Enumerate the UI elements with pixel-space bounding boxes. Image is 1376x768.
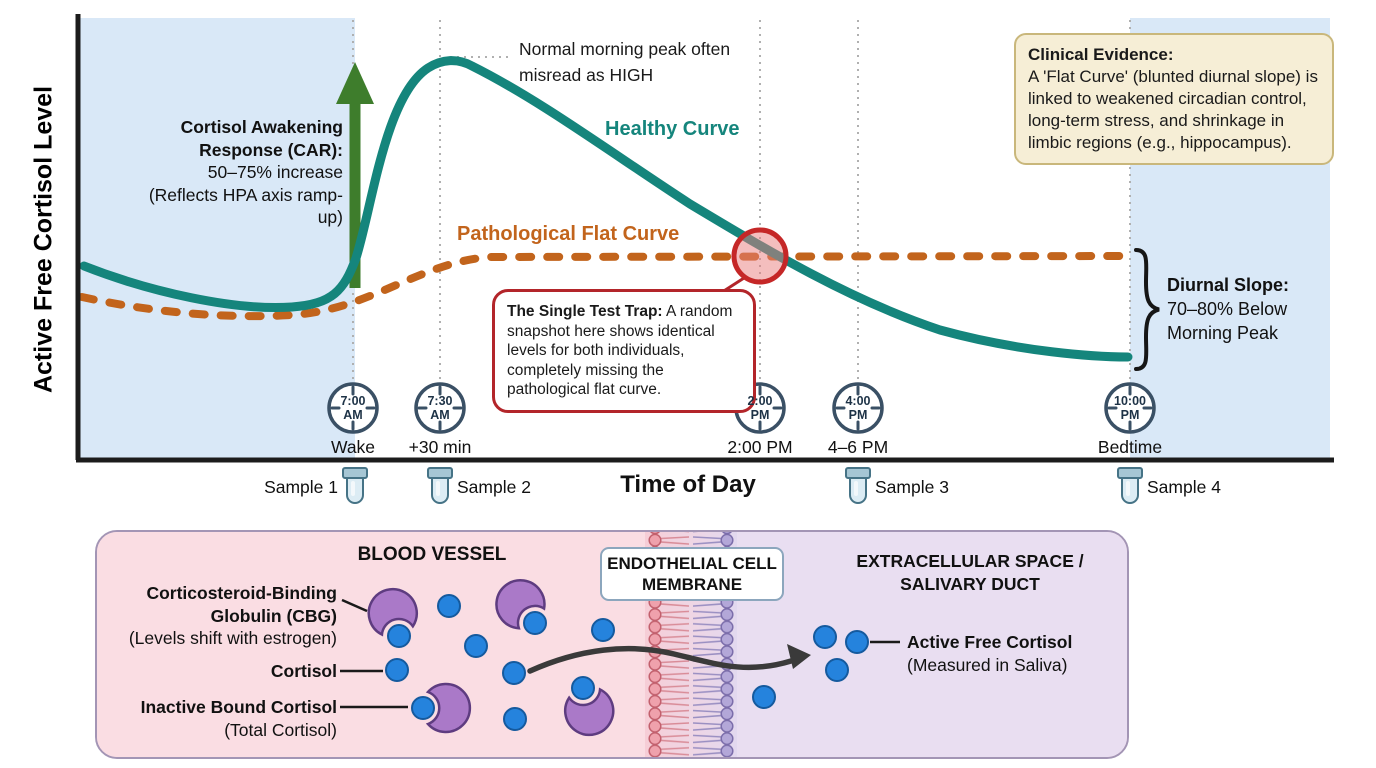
clock-time-value: 7:00 [340, 394, 366, 408]
cbg-label-title: Corticosteroid-Binding Globulin (CBG) [146, 583, 337, 626]
clock-time-2pm: 2:00 PM [734, 394, 786, 422]
diurnal-slope-note: Diurnal Slope: 70–80% Below Morning Peak [1167, 273, 1337, 345]
cbg-label: Corticosteroid-Binding Globulin (CBG) (L… [102, 582, 337, 650]
clock-meridiem: AM [430, 407, 450, 422]
diurnal-slope-line2: 70–80% Below [1167, 299, 1288, 319]
active-free-cortisol-label: Active Free Cortisol (Measured in Saliva… [907, 631, 1117, 676]
y-axis-label: Active Free Cortisol Level [29, 85, 58, 394]
inactive-bound-cortisol-label: Inactive Bound Cortisol (Total Cortisol) [102, 696, 337, 741]
diffusion-arrow-icon [527, 644, 811, 674]
sample-4-label: Sample 4 [1147, 477, 1221, 497]
time-label-bedtime: Bedtime [1097, 437, 1163, 457]
bound-label-sub: (Total Cortisol) [224, 719, 337, 740]
diurnal-slope-line3: Morning Peak [1167, 323, 1279, 343]
clock-time-value: 2:00 [747, 394, 773, 408]
time-label-4pm: 4–6 PM [827, 437, 889, 457]
morning-peak-note: Normal morning peak often misread as HIG… [519, 39, 731, 85]
bound-label-title: Inactive Bound Cortisol [140, 697, 337, 717]
morning-shade-band [80, 18, 355, 458]
test-tube-icon-1 [342, 467, 368, 504]
sample-3-label: Sample 3 [875, 477, 949, 497]
blood-vessel-title: BLOOD VESSEL [357, 544, 507, 565]
extracellular-region [737, 532, 1127, 757]
sample-1-label: Sample 1 [264, 477, 338, 497]
free-label-title: Active Free Cortisol [907, 632, 1073, 652]
car-annotation: Cortisol Awakening Response (CAR): 50–75… [125, 116, 343, 229]
free-label-sub: (Measured in Saliva) [907, 654, 1068, 675]
diurnal-slope-title: Diurnal Slope: [1167, 275, 1290, 295]
clinical-evidence-title: Clinical Evidence: [1028, 45, 1174, 64]
pathological-curve-label: Pathological Flat Curve [457, 223, 680, 245]
clock-time-30min: 7:30 AM [414, 394, 466, 422]
clock-time-bedtime: 10:00 PM [1104, 394, 1156, 422]
clinical-evidence-body: A 'Flat Curve' (blunted diurnal slope) i… [1028, 67, 1318, 152]
test-tube-icon-3 [845, 467, 871, 504]
test-tube-icon-2 [427, 467, 453, 504]
cortisol-dot-icons [385, 594, 869, 731]
car-annotation-line2: 50–75% increase [207, 162, 343, 182]
clock-time-wake: 7:00 AM [327, 394, 379, 422]
clock-time-value: 4:00 [845, 394, 871, 408]
clinical-evidence-callout: Clinical Evidence: A 'Flat Curve' (blunt… [1014, 33, 1334, 165]
trap-title: The Single Test Trap: [507, 303, 663, 320]
single-test-alert-circle [731, 227, 789, 285]
single-test-trap-callout: The Single Test Trap: A random snapshot … [492, 289, 756, 413]
car-arrow-icon [336, 62, 374, 288]
extracellular-space-title: EXTRACELLULAR SPACE / SALIVARY DUCT [856, 551, 1084, 594]
diurnal-slope-brace-icon [1134, 248, 1160, 371]
clock-meridiem: PM [848, 407, 868, 422]
label-pointer-lines [340, 598, 900, 709]
trap-body: A random snapshot here shows identical l… [507, 303, 733, 398]
cbg-label-sub: (Levels shift with estrogen) [128, 628, 337, 648]
sample-2-label: Sample 2 [457, 477, 531, 497]
blood-vessel-region [97, 532, 645, 757]
clock-time-4pm: 4:00 PM [832, 394, 884, 422]
time-label-wake: Wake [330, 437, 376, 457]
clock-time-value: 7:30 [427, 394, 453, 408]
healthy-curve-label: Healthy Curve [605, 118, 740, 140]
test-tube-icon-4 [1117, 467, 1143, 504]
pathological-curve [78, 252, 1132, 321]
car-annotation-line3: (Reflects HPA axis ramp-up) [148, 184, 343, 228]
time-label-2pm: 2:00 PM [727, 437, 793, 457]
clock-meridiem: AM [343, 407, 363, 422]
clock-time-value: 10:00 [1114, 394, 1146, 408]
clock-meridiem: PM [750, 407, 770, 422]
cortisol-transport-panel: BLOOD VESSEL ENDOTHELIAL CELL MEMBRANE E… [95, 530, 1129, 759]
cortisol-label: Cortisol [270, 661, 337, 681]
clock-meridiem: PM [1120, 407, 1140, 422]
car-annotation-title: Cortisol Awakening Response (CAR): [180, 117, 343, 160]
x-axis-label: Time of Day [620, 471, 756, 498]
endothelial-membrane-title: ENDOTHELIAL CELL MEMBRANE [600, 547, 784, 601]
time-label-30min: +30 min [408, 437, 472, 457]
healthy-curve [79, 56, 1133, 362]
